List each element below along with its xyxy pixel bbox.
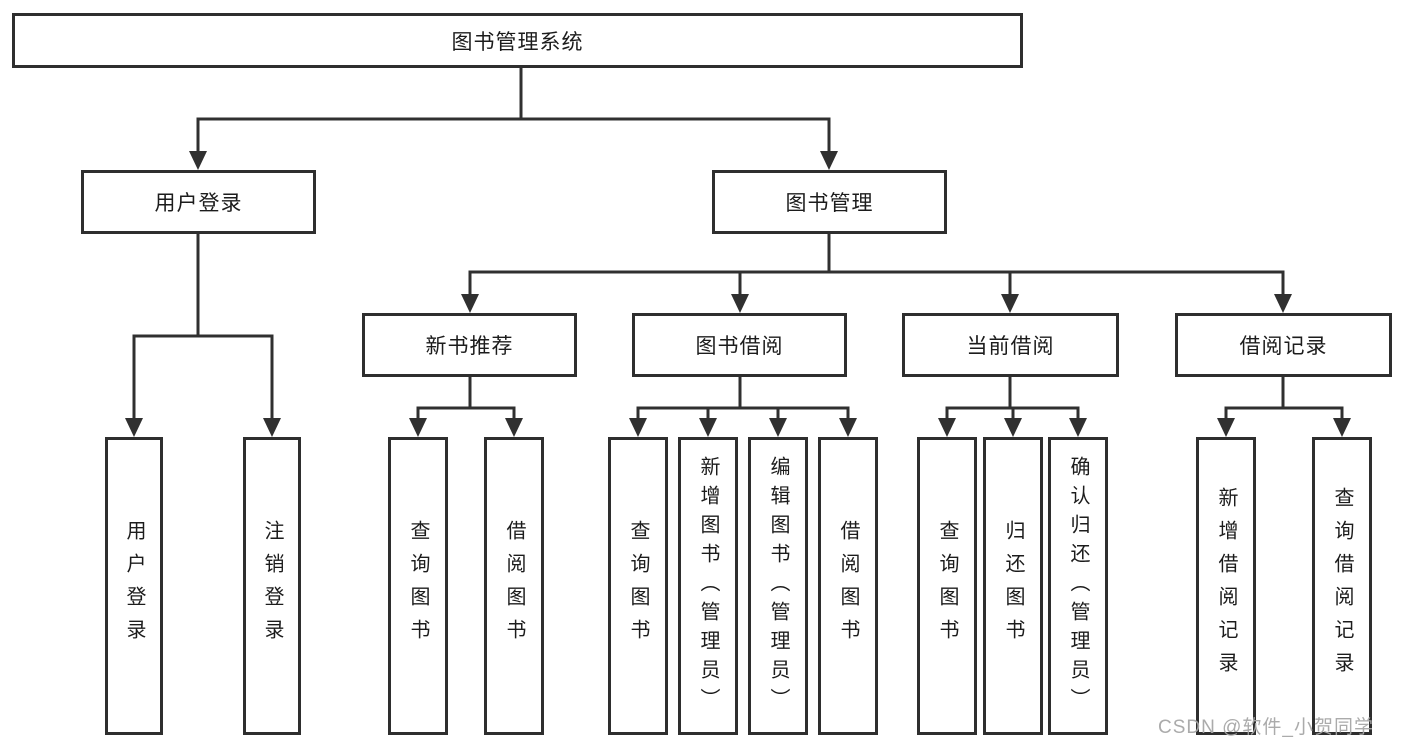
leaf-borrow-books: 借阅图书 xyxy=(818,437,878,735)
leaf-label: 新增借阅记录 xyxy=(1215,487,1237,685)
leaf-borrow-books-recommend: 借阅图书 xyxy=(484,437,544,735)
leaf-label: 编辑图书（管理员） xyxy=(767,455,789,717)
node-label: 图书管理 xyxy=(785,192,874,215)
leaf-add-books-admin: 新增图书（管理员） xyxy=(678,437,738,735)
node-root: 图书管理系统 xyxy=(12,13,1023,68)
leaf-confirm-return-admin: 确认归还（管理员） xyxy=(1048,437,1108,735)
leaf-label: 借阅图书 xyxy=(503,520,525,652)
connector-stroke-group xyxy=(132,68,1344,420)
node-label: 新书推荐 xyxy=(425,335,514,358)
leaf-label: 确认归还（管理员） xyxy=(1067,455,1089,717)
leaf-label: 查询图书 xyxy=(627,520,649,652)
leaf-label: 借阅图书 xyxy=(837,520,859,652)
leaf-user-login: 用户登录 xyxy=(105,437,163,735)
node-label: 借阅记录 xyxy=(1239,335,1328,358)
leaf-return-books: 归还图书 xyxy=(983,437,1043,735)
node-label: 图书管理系统 xyxy=(451,30,584,54)
leaf-label: 归还图书 xyxy=(1002,520,1024,652)
leaf-query-borrow-record: 查询借阅记录 xyxy=(1312,437,1372,735)
node-new-book-recommend: 新书推荐 xyxy=(362,313,577,377)
node-book-management: 图书管理 xyxy=(712,170,947,234)
leaf-query-books-recommend: 查询图书 xyxy=(388,437,448,735)
leaf-edit-books-admin: 编辑图书（管理员） xyxy=(748,437,808,735)
leaf-label: 查询借阅记录 xyxy=(1331,487,1353,685)
leaf-add-borrow-record: 新增借阅记录 xyxy=(1196,437,1256,735)
csdn-watermark: CSDN @软件_小贺同学 xyxy=(1158,717,1374,738)
leaf-label: 新增图书（管理员） xyxy=(697,455,719,717)
leaf-label: 注销登录 xyxy=(261,520,283,652)
node-borrowing-records: 借阅记录 xyxy=(1175,313,1392,377)
leaf-query-books-current: 查询图书 xyxy=(917,437,977,735)
node-label: 当前借阅 xyxy=(966,335,1055,358)
arrowhead-group xyxy=(125,151,1351,437)
node-user-login: 用户登录 xyxy=(81,170,316,234)
leaf-query-books-borrow: 查询图书 xyxy=(608,437,668,735)
node-book-borrowing: 图书借阅 xyxy=(632,313,847,377)
leaf-label: 查询图书 xyxy=(936,520,958,652)
leaf-label: 查询图书 xyxy=(407,520,429,652)
leaf-label: 用户登录 xyxy=(123,520,145,652)
leaf-logout: 注销登录 xyxy=(243,437,301,735)
node-current-borrowing: 当前借阅 xyxy=(902,313,1119,377)
node-label: 用户登录 xyxy=(154,192,243,215)
node-label: 图书借阅 xyxy=(695,335,784,358)
